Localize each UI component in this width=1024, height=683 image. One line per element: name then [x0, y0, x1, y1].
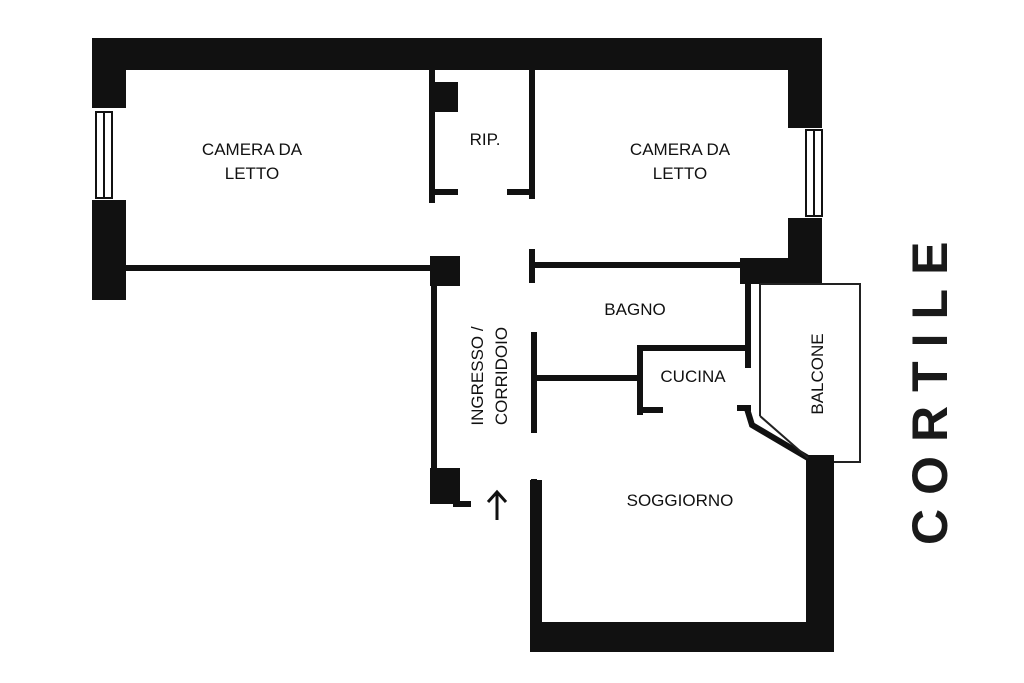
wall-left-upper	[92, 38, 126, 108]
label-cortile: CORTILE	[902, 227, 958, 545]
interior-walls	[123, 67, 813, 513]
wall-right-upper	[788, 38, 822, 128]
windows	[95, 111, 823, 217]
room-label-line: CAMERA DA	[201, 140, 303, 159]
room-label-camera-right: CAMERA DA LETTO	[610, 138, 750, 186]
room-label-line: CORRIDOIO	[492, 326, 511, 426]
room-label-balcone: BALCONE	[808, 333, 827, 415]
wall-top	[92, 38, 822, 70]
room-label-line: LETTO	[652, 164, 708, 183]
wall-left-lower	[92, 200, 126, 300]
room-label-soggiorno: SOGGIORNO	[626, 491, 734, 510]
room-label-cucina: CUCINA	[660, 367, 726, 386]
room-label-ingresso: INGRESSO / CORRIDOIO	[466, 306, 514, 446]
entrance-jamb-left	[430, 468, 460, 504]
balcony	[759, 283, 861, 463]
balcony-outline	[760, 283, 861, 463]
room-label-camera-left: CAMERA DA LETTO	[182, 138, 322, 186]
wall-soggiorno-bottom	[532, 622, 834, 652]
room-label-line: CAMERA DA	[629, 140, 731, 159]
room-label-ripostiglio: RIP.	[469, 130, 501, 149]
wall-corner-block	[740, 258, 822, 284]
exterior-walls	[92, 38, 834, 652]
wall-angled	[744, 408, 813, 463]
room-label-line: INGRESSO /	[468, 326, 487, 426]
room-label-bagno: BAGNO	[604, 300, 666, 319]
room-label-line: LETTO	[224, 164, 280, 183]
wall-soggiorno-right	[806, 455, 834, 651]
entrance-arrow-icon	[486, 489, 508, 520]
wall-soggiorno-left	[530, 480, 542, 652]
